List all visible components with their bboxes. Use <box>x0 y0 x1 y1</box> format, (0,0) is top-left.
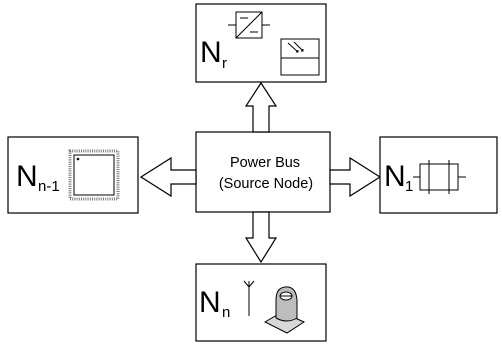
arrow-up <box>244 81 278 133</box>
node-top-label: N <box>200 36 222 69</box>
camera-sensor-icon <box>263 286 306 334</box>
node-left-subscript: n-1 <box>38 178 60 195</box>
node-bottom-label: N <box>199 286 221 319</box>
dc-dc-converter-icon <box>228 11 270 39</box>
antenna-icon <box>243 280 255 316</box>
node-right: N 1 <box>379 136 498 214</box>
node-top: N r <box>195 3 327 83</box>
solar-panel-icon <box>280 38 320 76</box>
node-bottom-subscript: n <box>222 304 230 321</box>
node-right-box <box>379 136 498 214</box>
arrow-down <box>244 211 278 264</box>
node-bottom: N n <box>195 263 327 342</box>
node-left-label: N <box>16 160 38 193</box>
node-right-label: N <box>384 160 406 193</box>
node-left: N n-1 <box>7 136 139 214</box>
battery-cell-icon <box>413 160 466 194</box>
microcontroller-chip-icon <box>68 149 120 201</box>
power-bus-label: Power Bus <box>230 155 300 171</box>
arrow-left <box>139 156 197 198</box>
node-right-subscript: 1 <box>405 178 413 195</box>
source-node-label: (Source Node) <box>219 176 313 192</box>
power-bus-box <box>195 131 331 213</box>
power-bus-node: Power Bus (Source Node) <box>195 131 331 213</box>
node-bottom-box <box>195 263 327 342</box>
arrow-right <box>329 156 382 198</box>
node-top-subscript: r <box>222 55 227 72</box>
node-top-box <box>195 3 327 83</box>
